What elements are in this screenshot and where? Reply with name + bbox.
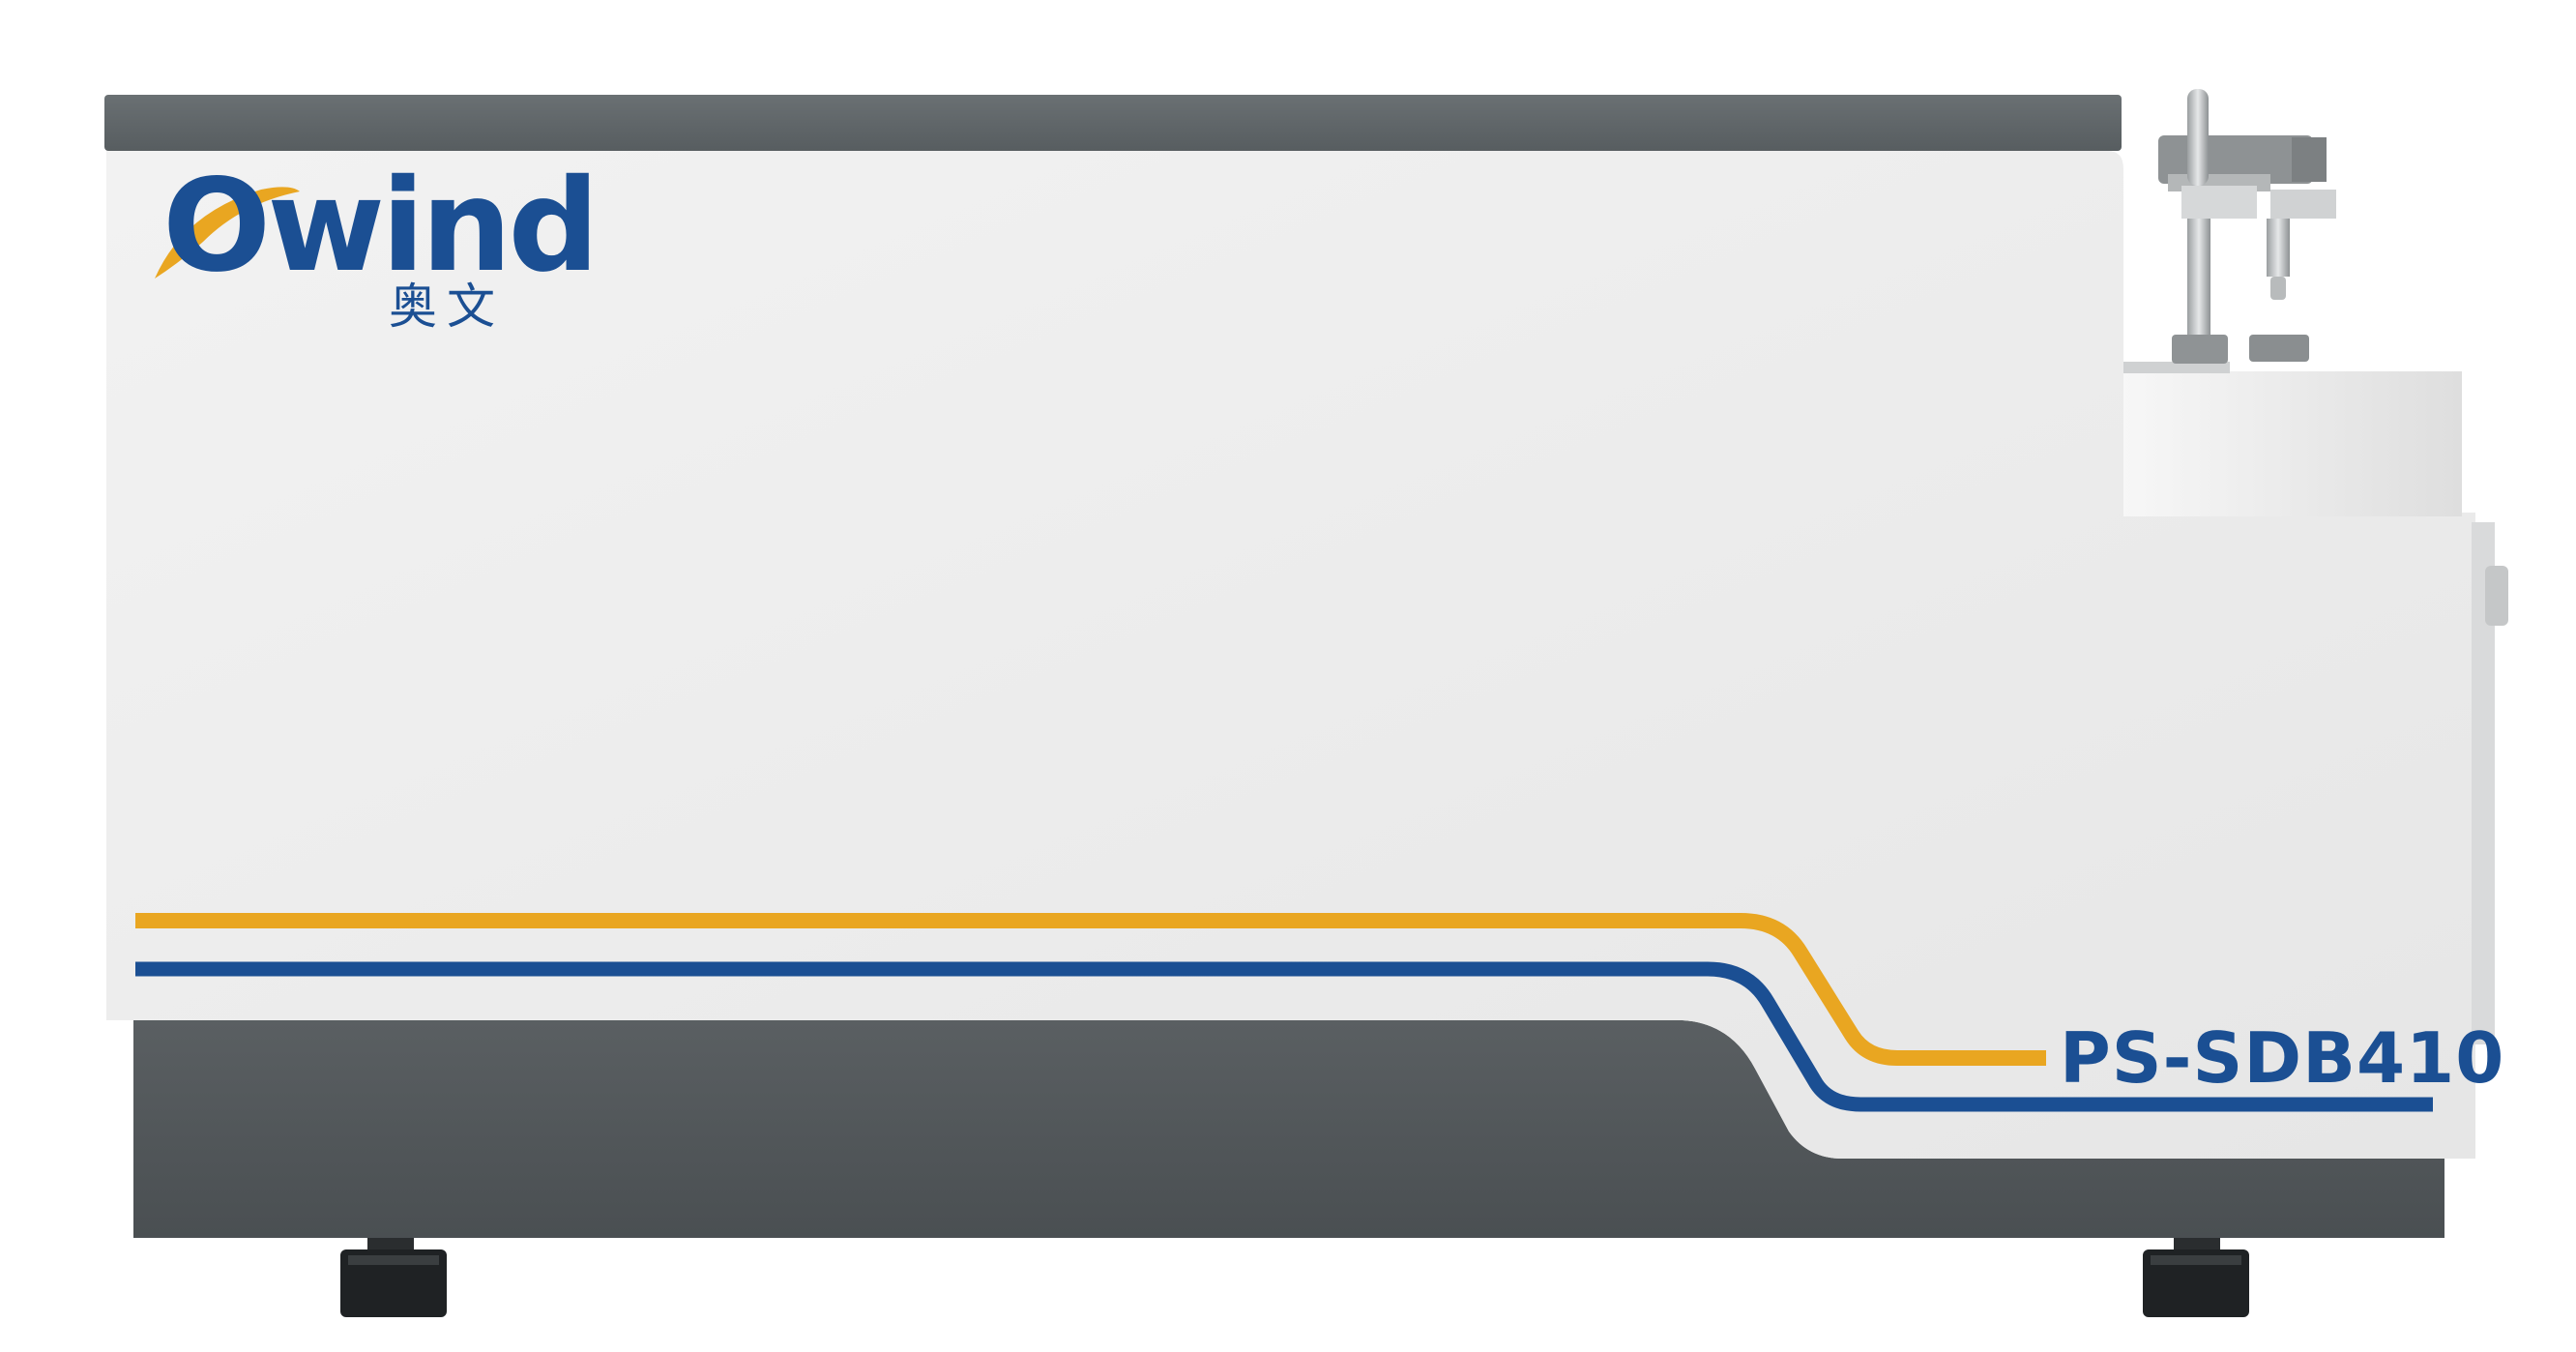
body-panel	[106, 151, 2475, 1159]
model-number: PS-SDB410	[2060, 1017, 2505, 1099]
sample-stand-shadow	[2123, 362, 2230, 373]
foot-right	[2143, 1238, 2249, 1317]
top-band	[104, 95, 2122, 151]
logo-swoosh	[155, 187, 300, 279]
stripe-orange	[135, 913, 2046, 1066]
foot-left	[340, 1238, 447, 1317]
stripe-blue	[135, 961, 2433, 1112]
brand-logo-chinese: 奥文	[389, 279, 505, 335]
sample-stand-housing	[2123, 371, 2462, 516]
sample-clamp-assembly	[2158, 89, 2336, 364]
base-housing	[133, 1020, 2444, 1238]
brand-logo-text: Owind	[162, 152, 600, 301]
side-latch	[2485, 566, 2508, 626]
